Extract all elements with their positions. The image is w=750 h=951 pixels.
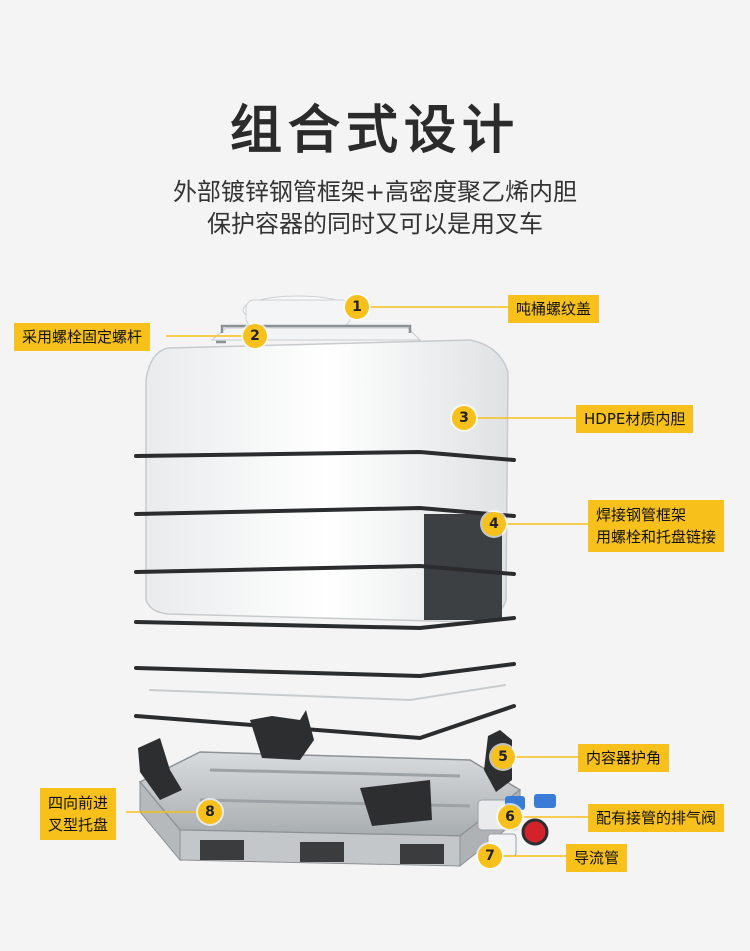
callout-1-label: 吨桶螺纹盖 bbox=[508, 295, 600, 323]
callout-7-label: 导流管 bbox=[566, 844, 628, 872]
leader-lines bbox=[126, 306, 588, 857]
marker-7: 7 bbox=[478, 844, 502, 868]
pallet bbox=[138, 751, 522, 868]
callout-4-label: 焊接钢管框架 用螺栓和托盘链接 bbox=[588, 500, 725, 552]
callout-6-label: 配有接管的排气阀 bbox=[588, 804, 725, 832]
callout-5-label: 内容器护角 bbox=[578, 744, 670, 772]
callout-8-line-1: 四向前进 bbox=[48, 794, 109, 812]
marker-1: 1 bbox=[345, 295, 369, 319]
callout-8-line-2: 叉型托盘 bbox=[48, 816, 109, 834]
marker-3: 3 bbox=[452, 406, 476, 430]
corner-protectors bbox=[138, 710, 512, 826]
subtitle-line-2: 保护容器的同时又可以是用叉车 bbox=[207, 210, 543, 238]
subtitle-line-1: 外部镀锌钢管框架+高密度聚乙烯内胆 bbox=[172, 178, 578, 206]
marker-5: 5 bbox=[491, 745, 515, 769]
callout-2-label: 采用螺栓固定螺杆 bbox=[14, 323, 151, 351]
callout-4-line-1: 焊接钢管框架 bbox=[596, 506, 687, 524]
callout-8-label: 四向前进 叉型托盘 bbox=[40, 788, 117, 840]
marker-2: 2 bbox=[243, 324, 267, 348]
callout-3-label: HDPE材质内胆 bbox=[576, 405, 694, 433]
marker-4: 4 bbox=[482, 512, 506, 536]
top-bolt-bar bbox=[216, 324, 412, 344]
page-title: 组合式设计 bbox=[229, 101, 520, 161]
steel-cage bbox=[134, 449, 516, 741]
marker-6: 6 bbox=[498, 805, 522, 829]
callout-4-line-2: 用螺栓和托盘链接 bbox=[596, 528, 717, 546]
marker-8: 8 bbox=[198, 800, 222, 824]
